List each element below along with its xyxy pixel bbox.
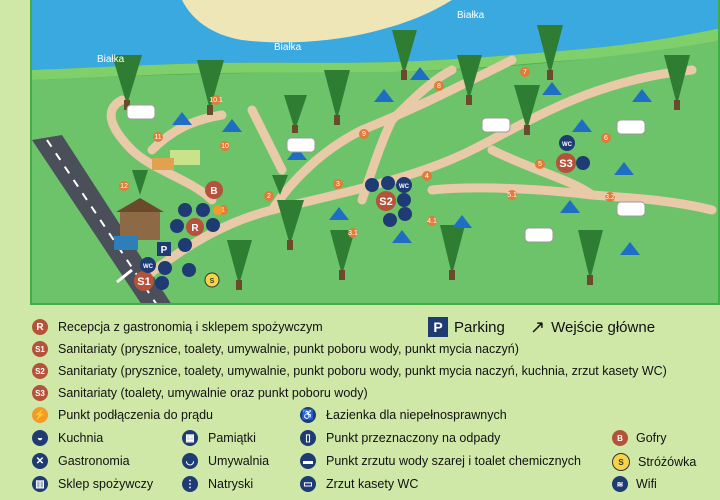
- wc-marker: WC: [399, 184, 410, 190]
- map-canvas: Białka Białka Białka 1 2 3 4 4.1 5 5.1 6…: [32, 0, 718, 303]
- sink-icon: ◡: [182, 453, 198, 469]
- waffles-marker: B: [210, 186, 217, 197]
- pot-icon: ◒: [32, 430, 48, 446]
- entrance-arrow-icon: [116, 268, 133, 284]
- wc-marker: WC: [562, 142, 573, 148]
- zone-number: 4.1: [427, 218, 437, 225]
- zone-number: 3: [336, 181, 340, 188]
- sanitary-s2-icon: S2: [32, 363, 48, 379]
- reception-marker: R: [191, 223, 199, 234]
- sand-bank: [182, 0, 452, 43]
- legend-main-entrance: ↗ Wejście główne: [530, 317, 656, 337]
- legend: R Recepcja z gastronomią i sklepem spoży…: [0, 305, 720, 500]
- wheelchair-icon: ♿: [300, 407, 316, 423]
- zone-number: 4: [425, 173, 429, 180]
- legend-grey-water: ▬ Punkt zrzutu wody szarej i toalet chem…: [300, 453, 581, 469]
- zone-number: 12: [120, 183, 128, 190]
- legend-washrooms: ◡ Umywalnia: [182, 453, 269, 469]
- zone-number: 8: [437, 83, 441, 90]
- legend-guard: S Stróżówka: [612, 453, 696, 471]
- sanitary-s1-marker: S1: [137, 276, 150, 288]
- power-point-icon: [213, 205, 223, 215]
- sanitary-s1-icon: S1: [32, 341, 48, 357]
- legend-waste: ▯ Punkt przeznaczony na odpady: [300, 430, 500, 446]
- service-icons: [155, 156, 590, 290]
- river-label: Białka: [274, 42, 302, 53]
- parking-icon: P: [428, 317, 448, 337]
- legend-wifi: ≋ Wifi: [612, 476, 657, 492]
- sanitary-s3-icon: S3: [32, 385, 48, 401]
- guard-marker: S: [210, 278, 215, 285]
- zone-number: 7: [523, 69, 527, 76]
- campsite-map: Białka Białka Białka 1 2 3 4 4.1 5 5.1 6…: [30, 0, 720, 305]
- cutlery-icon: ✕: [32, 453, 48, 469]
- sanitary-s2-marker: S2: [379, 196, 392, 208]
- tents: [172, 67, 652, 255]
- legend-power: ⚡ Punkt podłączenia do prądu: [32, 407, 213, 423]
- waffles-icon: B: [612, 430, 628, 446]
- river-label: Białka: [457, 10, 485, 21]
- cassette-icon: ▭: [300, 476, 316, 492]
- legend-grocery: ▥ Sklep spożywczy: [32, 476, 153, 492]
- reception-icon: R: [32, 319, 48, 335]
- guard-icon: S: [612, 453, 630, 471]
- main-road: [32, 135, 171, 303]
- zone-number: 10.1: [209, 97, 223, 104]
- drain-icon: ▬: [300, 453, 316, 469]
- legend-sanitary-2: S2 Sanitariaty (prysznice, toalety, umyw…: [32, 363, 667, 379]
- legend-wc-cassette: ▭ Zrzut kasety WC: [300, 476, 418, 492]
- legend-kitchen: ◒ Kuchnia: [32, 430, 103, 446]
- parking-marker: P: [161, 245, 168, 256]
- sanitary-s3-marker: S3: [559, 158, 572, 170]
- zone-number: 3.2: [605, 194, 615, 201]
- legend-showers: ⋮ Natryski: [182, 476, 253, 492]
- trash-icon: ▯: [300, 430, 316, 446]
- zone-number: 11: [154, 134, 161, 141]
- lightning-icon: ⚡: [32, 407, 48, 423]
- zone-number: 5.1: [507, 192, 517, 199]
- zone-number: 10: [221, 143, 229, 150]
- zone-number: 1: [221, 207, 225, 214]
- gift-icon: ▦: [182, 430, 198, 446]
- zone-number: 6: [604, 135, 608, 142]
- trees: [112, 25, 690, 290]
- legend-sanitary-3: S3 Sanitariaty (toalety, umywalnie oraz …: [32, 385, 368, 401]
- legend-sanitary-1: S1 Sanitariaty (prysznice, toalety, umyw…: [32, 341, 519, 357]
- legend-gastronomy: ✕ Gastronomia: [32, 453, 130, 469]
- zone-number: 9: [362, 131, 366, 138]
- campers: [126, 104, 646, 243]
- zone-number: 2: [267, 193, 271, 200]
- wifi-icon: ≋: [612, 476, 628, 492]
- river-label: Białka: [97, 54, 125, 65]
- legend-waffles: B Gofry: [612, 430, 667, 446]
- zone-number: 3.1: [348, 230, 358, 237]
- legend-reception: R Recepcja z gastronomią i sklepem spoży…: [32, 319, 323, 335]
- shower-icon: ⋮: [182, 476, 198, 492]
- legend-parking: P Parking: [428, 317, 505, 337]
- zone-number: 5: [538, 161, 542, 168]
- basket-icon: ▥: [32, 476, 48, 492]
- legend-souvenirs: ▦ Pamiątki: [182, 430, 256, 446]
- entrance-arrow-icon: ↗: [530, 317, 546, 337]
- legend-disabled-bath: ♿ Łazienka dla niepełnosprawnych: [300, 407, 507, 423]
- buildings: [114, 150, 200, 250]
- wc-marker: WC: [143, 264, 154, 270]
